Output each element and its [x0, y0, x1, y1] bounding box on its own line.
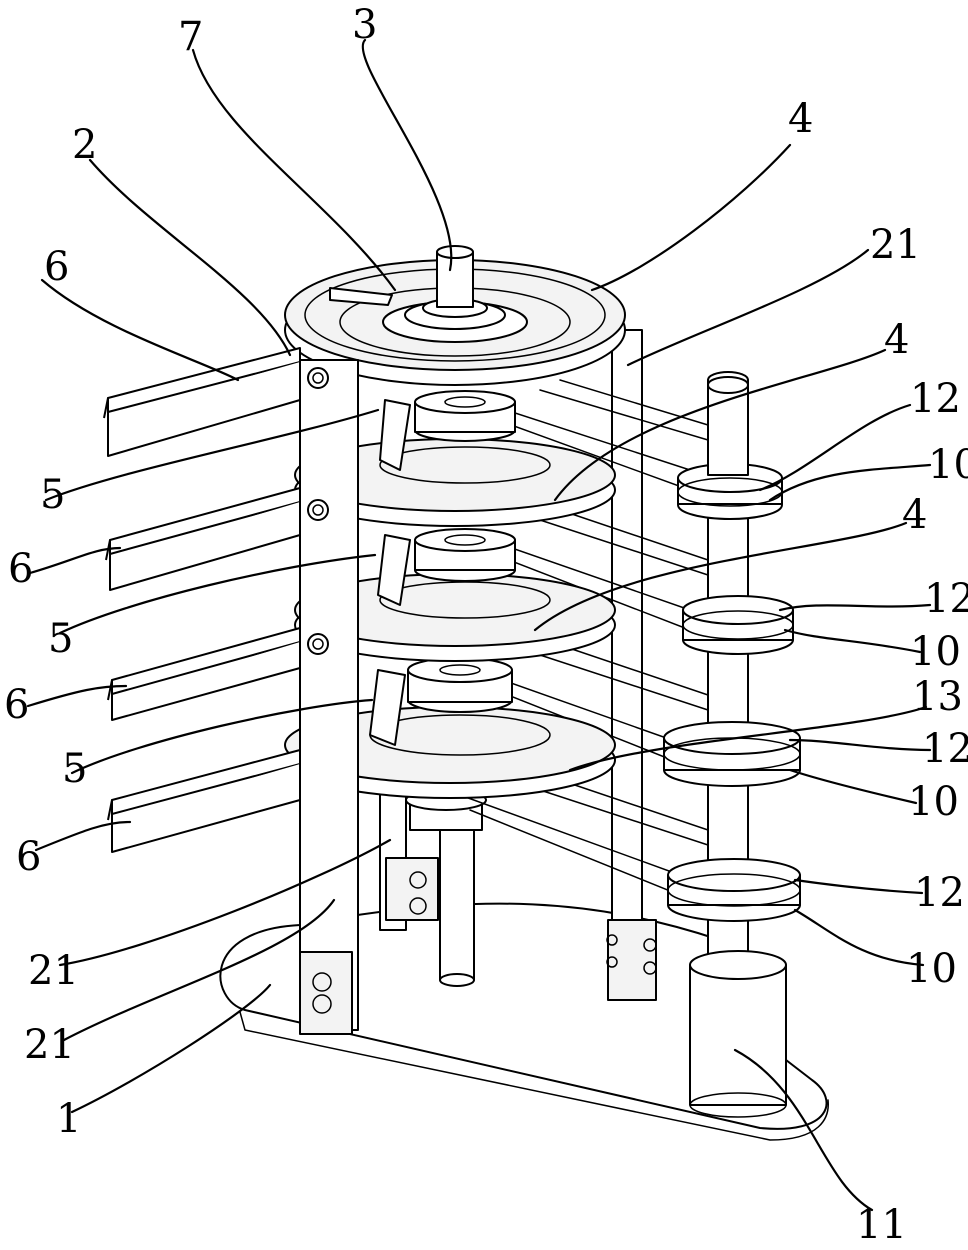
- label-4-second: 4: [884, 317, 909, 363]
- label-6-third: 6: [4, 682, 29, 728]
- label-12-second: 12: [924, 576, 968, 622]
- label-6-second: 6: [8, 546, 33, 592]
- label-2: 2: [72, 122, 97, 168]
- pulley-2: [683, 596, 793, 654]
- label-12-first: 12: [910, 376, 961, 422]
- label-5-second: 5: [48, 616, 73, 662]
- label-10-fourth: 10: [906, 946, 957, 992]
- front-strut: [300, 360, 358, 1034]
- label-21-lower: 21: [24, 1022, 75, 1068]
- label-10-third: 10: [908, 779, 959, 825]
- label-13: 13: [912, 674, 963, 720]
- label-6-top: 6: [44, 244, 69, 290]
- label-12-third: 12: [922, 726, 968, 772]
- label-12-fourth: 12: [914, 870, 965, 916]
- pulley-4: [668, 859, 800, 921]
- label-3: 3: [352, 2, 377, 48]
- label-5-first: 5: [40, 472, 65, 518]
- label-1: 1: [56, 1096, 81, 1142]
- outlet-troughs: [104, 348, 300, 852]
- label-21-top: 21: [870, 222, 921, 268]
- label-21-middle: 21: [28, 948, 79, 994]
- label-4-third: 4: [902, 492, 927, 538]
- label-10-first: 10: [928, 442, 968, 488]
- label-4-top: 4: [788, 96, 813, 142]
- label-11: 11: [856, 1202, 907, 1248]
- label-7: 7: [178, 14, 203, 60]
- label-10-second: 10: [910, 629, 961, 675]
- motor: [690, 951, 786, 1117]
- label-6-fourth: 6: [16, 834, 41, 880]
- label-5-third: 5: [62, 746, 87, 792]
